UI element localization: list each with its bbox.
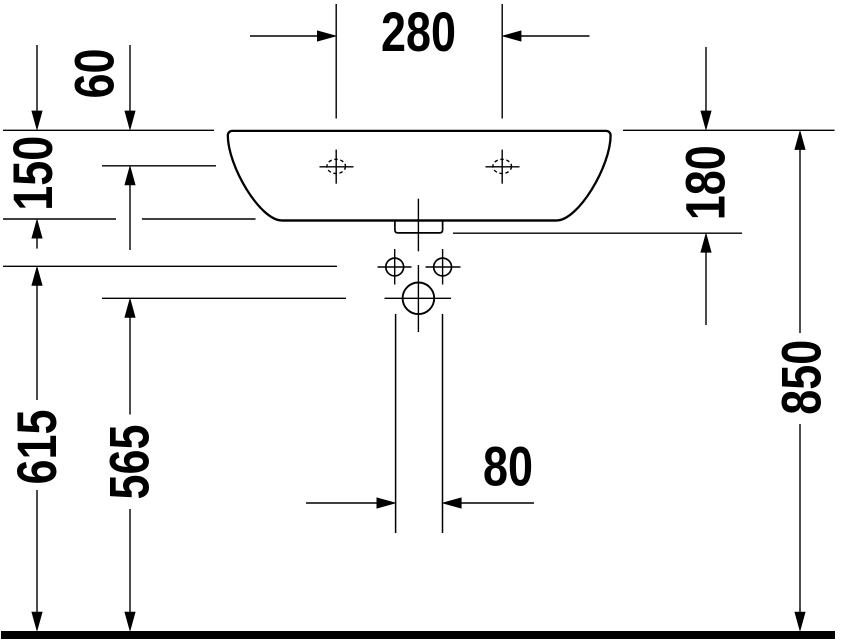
svg-text:180: 180 — [674, 145, 737, 220]
svg-text:80: 80 — [483, 435, 533, 498]
svg-text:60: 60 — [63, 48, 126, 98]
svg-text:150: 150 — [1, 136, 64, 211]
svg-text:280: 280 — [381, 0, 456, 63]
svg-text:565: 565 — [98, 424, 161, 499]
svg-text:615: 615 — [6, 409, 69, 484]
svg-text:850: 850 — [770, 340, 833, 415]
